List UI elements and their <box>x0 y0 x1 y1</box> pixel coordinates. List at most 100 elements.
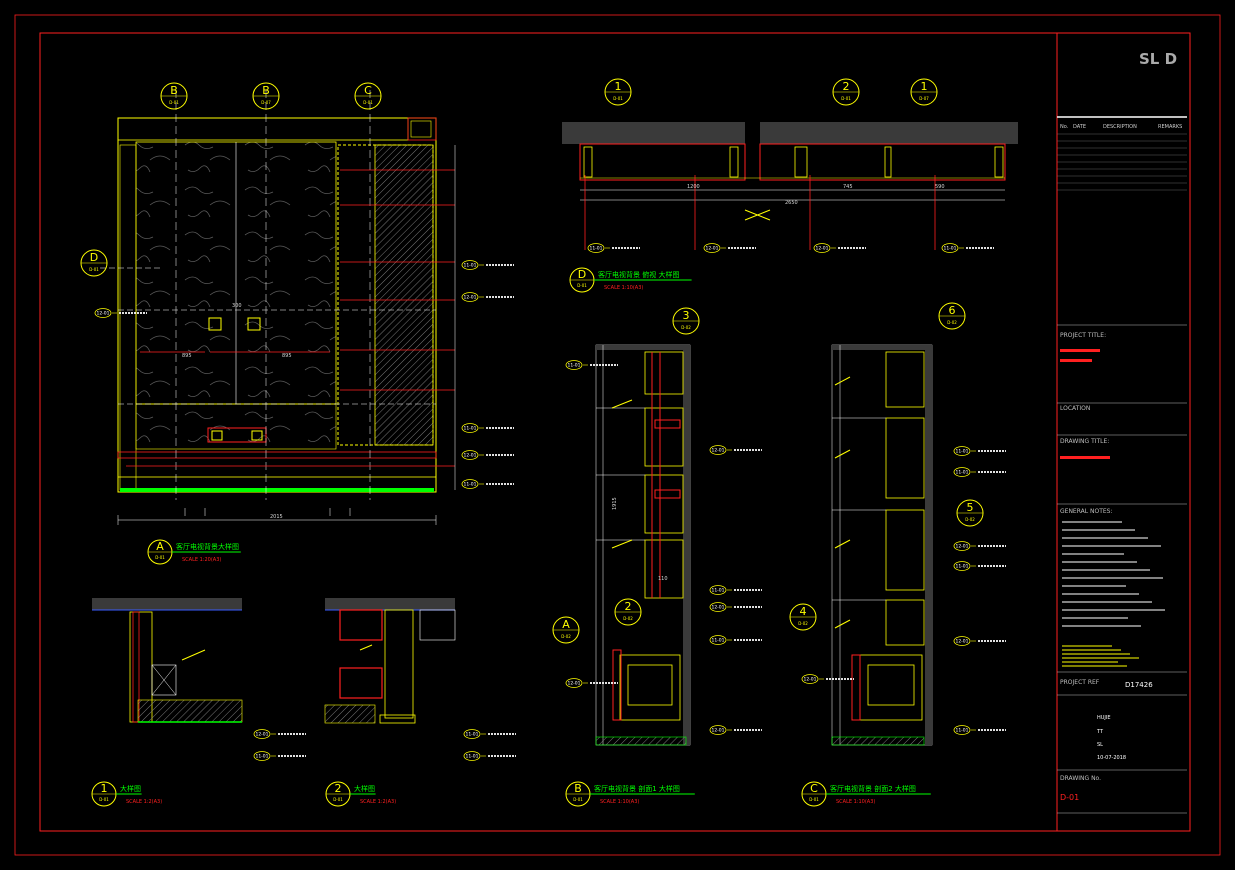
material-tag-elev_r1: 11-01 <box>461 260 514 270</box>
tag-code: 11-01 <box>955 564 968 570</box>
bubble-letter: 6 <box>949 304 956 317</box>
tag-code: 12-01 <box>803 677 816 683</box>
tag-code: 12-01 <box>463 453 476 459</box>
tag-ellipse <box>953 467 971 477</box>
tag-ellipse <box>463 751 481 761</box>
bubble-letter: B <box>262 84 270 97</box>
material-tag-secb_left: 12-01 <box>565 678 618 688</box>
tag-code: 12-01 <box>567 681 580 687</box>
section-bubbles: BD-01 B D-07 CD-01D D-01 1D-01 2D-01 1D-07 3D-02… <box>80 78 984 644</box>
material-tag-secc_5: 12-01 <box>953 636 1006 646</box>
project-ref-label: PROJECT REF <box>1060 679 1100 686</box>
section-bubble-elev_c: CD-01 <box>354 82 382 110</box>
dim-895b: 895 <box>282 353 292 359</box>
tag-ellipse <box>709 602 727 612</box>
detail-2 <box>324 598 456 724</box>
section-bubble-plan_2: 2D-01 <box>832 78 860 106</box>
drawing-no-value: D-01 <box>1060 793 1079 802</box>
tag-code: 12-01 <box>711 728 724 734</box>
tag-code: 11-01 <box>955 449 968 455</box>
bubble-letter: D <box>90 251 98 264</box>
dim-110: 110 <box>658 576 668 582</box>
tag-ellipse <box>953 561 971 571</box>
view-bubble-letter: C <box>810 782 818 795</box>
bubble-letter: 1 <box>921 80 928 93</box>
tag-code: 12-01 <box>705 246 718 252</box>
view-title-text: 客厅电视背景 剖面2 大样图 <box>830 784 916 793</box>
project-title-label: PROJECT TITLE: <box>1060 332 1106 339</box>
tag-ellipse <box>953 541 971 551</box>
dim-1915: 1915 <box>612 497 618 510</box>
title-block: SL D No. DATE DESCRIPTION REMARKS PROJEC… <box>1057 50 1187 814</box>
section-bubble-plan_1b: 1D-07 <box>910 78 938 106</box>
tag-code: 12-01 <box>955 639 968 645</box>
dim-300: 300 <box>232 303 242 309</box>
material-tag-d2_1: 11-01 <box>463 729 516 739</box>
material-tag-d1_2: 11-01 <box>253 751 306 761</box>
view-scale-text: SCALE 1:10(A3) <box>600 799 639 805</box>
dim-2650: 2650 <box>785 200 798 206</box>
rev-remarks-header: REMARKS <box>1158 124 1182 130</box>
material-tag-secb_top: 11-01 <box>565 360 618 370</box>
tag-code: 12-01 <box>955 544 968 550</box>
rev-date-header: DATE <box>1073 124 1086 130</box>
tag-ellipse <box>709 635 727 645</box>
view-bubble-sheet: D-01 <box>333 797 343 802</box>
tag-ellipse <box>461 479 479 489</box>
tag-code: 11-01 <box>955 728 968 734</box>
material-tag-d2_2: 11-01 <box>463 751 516 761</box>
view-scale-text: SCALE 1:20(A3) <box>182 557 221 563</box>
material-tag-plan_3: 12-01 <box>813 243 866 253</box>
general-notes-text <box>1062 521 1165 667</box>
hatched-panel <box>374 144 434 446</box>
tag-ellipse <box>953 636 971 646</box>
material-tag-secb_3: 11-01 <box>709 635 762 645</box>
material-tag-d1_1: 12-01 <box>253 729 306 739</box>
material-tag-elev_r3: 11-01 <box>461 423 514 433</box>
bubble-sheet: D-02 <box>947 320 957 325</box>
material-tag-secc_3: 12-01 <box>953 541 1006 551</box>
bubble-letter: 5 <box>967 501 974 514</box>
firm-logo: SL D <box>1139 50 1177 68</box>
outer-border <box>14 14 1221 856</box>
project-ref-value: D17426 <box>1125 681 1153 689</box>
dim-895a: 895 <box>182 353 192 359</box>
tag-ellipse <box>253 729 271 739</box>
tag-ellipse <box>801 674 819 684</box>
bubble-letter: A <box>562 618 570 631</box>
date-value: 10-07-2018 <box>1097 755 1126 761</box>
view-title-text: 大样图 <box>354 784 375 793</box>
bubble-sheet: D-07 <box>919 96 929 101</box>
tag-code: 12-01 <box>463 295 476 301</box>
bubble-letter: 2 <box>843 80 850 93</box>
bubble-sheet: D-07 <box>261 100 271 105</box>
view-bubble-sheet: D-01 <box>155 555 165 560</box>
material-tags: 12-01 11-01 12-01 12-01 11-01 11-01 12-01 12-01… <box>94 243 1006 761</box>
material-tag-secc_4: 11-01 <box>953 561 1006 571</box>
material-tag-plan_4: 11-01 <box>941 243 994 253</box>
view-title-text: 大样图 <box>120 784 141 793</box>
tag-ellipse <box>94 308 112 318</box>
bubble-letter: 3 <box>683 309 690 322</box>
drawn-by-value: HUJIE <box>1097 715 1111 721</box>
view-bubble-sheet: D-01 <box>577 283 587 288</box>
material-tag-elev_left: 12-01 <box>94 308 147 318</box>
tag-ellipse <box>953 725 971 735</box>
detail-1 <box>92 598 243 723</box>
bubble-letter: 1 <box>615 80 622 93</box>
section-bubble-elev_b1: BD-01 <box>160 82 188 110</box>
rev-description-header: DESCRIPTION <box>1103 124 1137 130</box>
section-bubble-sec_a: AD-02 <box>552 616 580 644</box>
tag-ellipse <box>953 446 971 456</box>
view-title-text: 客厅电视背景大样图 <box>176 542 239 551</box>
rev-no-header: No. <box>1060 124 1069 130</box>
checked-by-value: TT <box>1096 729 1104 735</box>
view-bubble-letter: D <box>578 268 586 281</box>
view-bubble-letter: 1 <box>101 782 108 795</box>
view-scale-text: SCALE 1:10(A3) <box>604 285 643 291</box>
tag-ellipse <box>703 243 721 253</box>
material-tag-secb_4: 11-01 <box>709 585 762 595</box>
